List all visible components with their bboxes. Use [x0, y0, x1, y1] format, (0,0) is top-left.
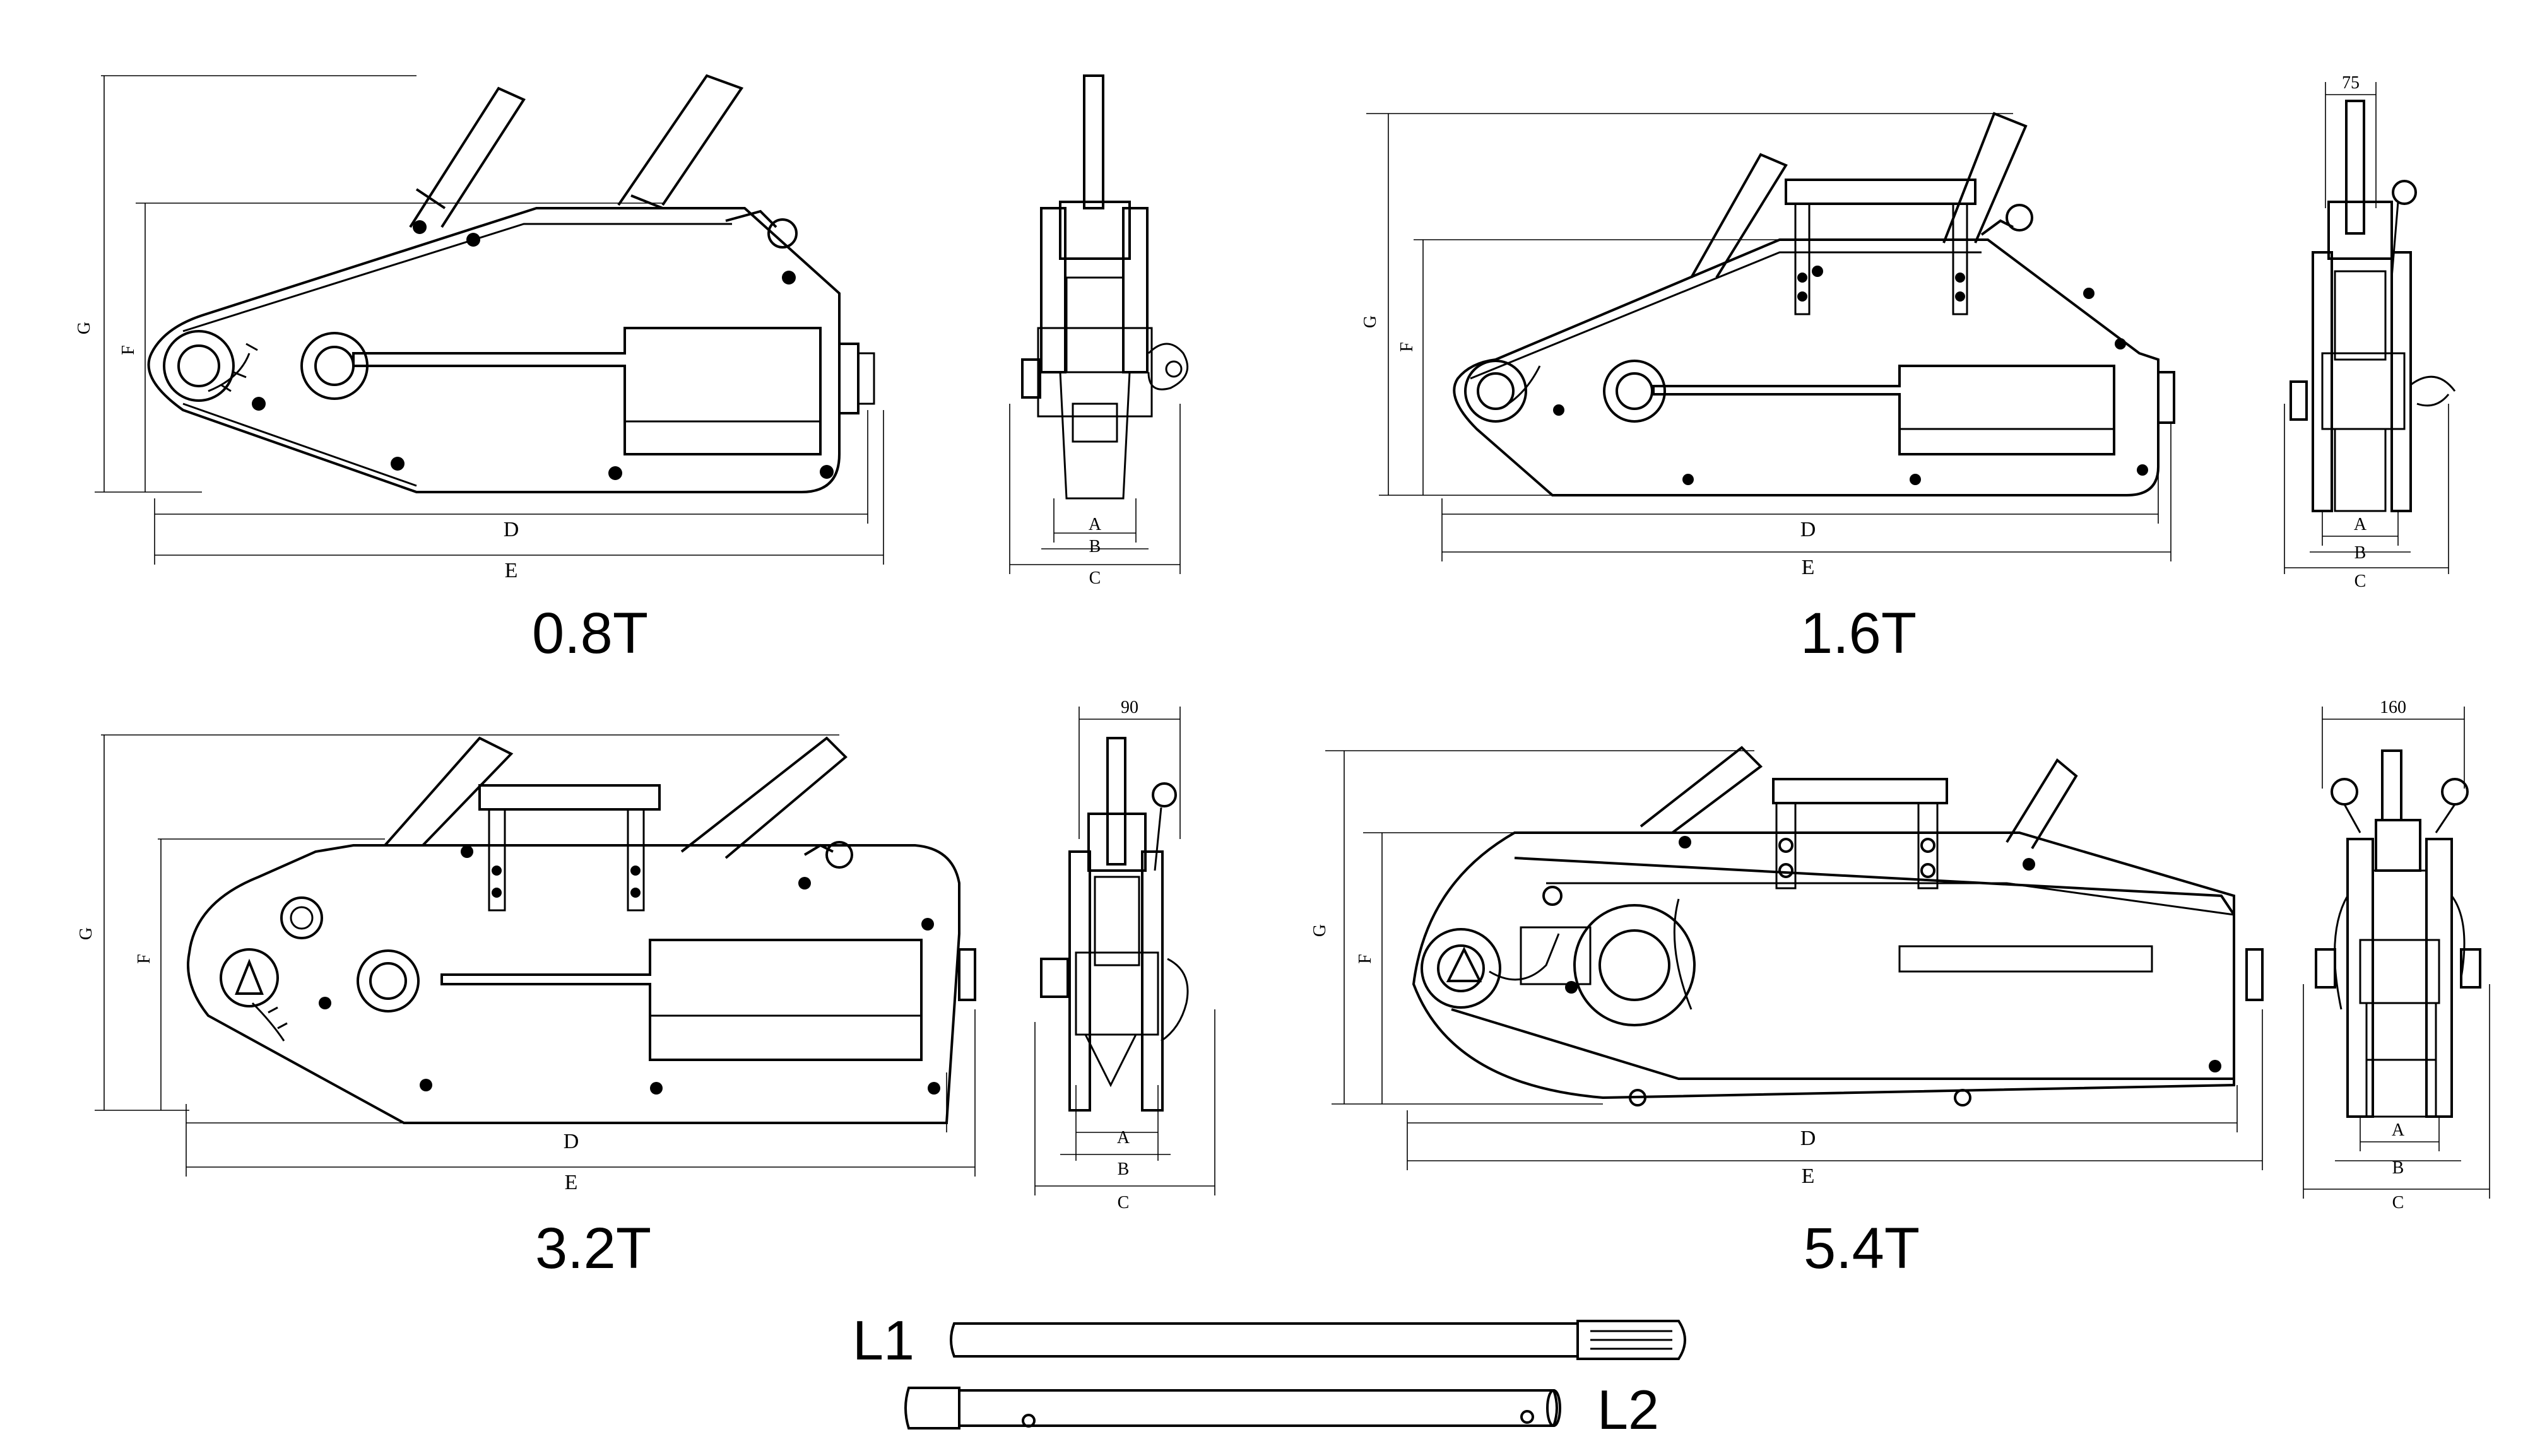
winch-0.8t-end-view: A B C	[1009, 74, 1189, 588]
handle-l1-label: L1	[853, 1309, 914, 1371]
caption-0.8t: 0.8T	[532, 601, 648, 666]
dim-a-label: A	[1117, 1128, 1130, 1148]
dim-a-label: A	[2392, 1120, 2405, 1140]
winch-0.8t-side-view: G F D E	[74, 74, 884, 582]
handle-l2: L2	[904, 1378, 1659, 1441]
dim-g-label: G	[1361, 315, 1380, 328]
dim-b-label: B	[1118, 1160, 1130, 1179]
dim-c-label: C	[1089, 568, 1101, 588]
dim-g-label: G	[76, 927, 96, 940]
winch-1.6t-end-view: 75 A B C	[2284, 73, 2456, 591]
dim-c-label: C	[1118, 1193, 1130, 1212]
dim-e-label: E	[565, 1171, 578, 1194]
dim-b-label: B	[2355, 543, 2366, 563]
dim-e-label: E	[505, 559, 518, 582]
dim-d-label: D	[504, 518, 519, 541]
handle-l2-label: L2	[1597, 1378, 1659, 1441]
dim-g-label: G	[1310, 924, 1330, 937]
handle-l1: L1	[853, 1309, 1686, 1371]
winch-5.4t-side-view: G F D E	[1310, 746, 2264, 1188]
caption-5.4t: 5.4T	[1804, 1216, 1920, 1281]
dim-a-label: A	[1089, 515, 1102, 534]
dim-f-label: F	[1356, 954, 1375, 964]
dim-e-label: E	[1802, 556, 1815, 579]
dim-f-label: F	[119, 345, 138, 355]
dim-g-label: G	[74, 322, 94, 334]
dim-width-label: 75	[2342, 73, 2360, 93]
dim-d-label: D	[564, 1130, 579, 1153]
dim-a-label: A	[2354, 515, 2367, 534]
dim-width-label: 160	[2380, 698, 2406, 717]
dim-d-label: D	[1800, 1127, 1816, 1150]
caption-3.2t: 3.2T	[535, 1216, 651, 1281]
winch-5.4t-end-view: 160 A B C	[2303, 698, 2490, 1212]
dim-f-label: F	[1397, 342, 1417, 352]
winch-1.6t-side-view: G F D E	[1361, 112, 2175, 579]
dim-c-label: C	[2355, 572, 2366, 591]
dim-width-label: 90	[1121, 698, 1138, 717]
dim-e-label: E	[1802, 1165, 1815, 1188]
dim-f-label: F	[134, 954, 154, 964]
dim-b-label: B	[2392, 1158, 2404, 1178]
winch-3.2t-side-view: G F D E	[76, 734, 976, 1194]
caption-1.6t: 1.6T	[1800, 601, 1917, 666]
dim-b-label: B	[1089, 537, 1101, 556]
dim-d-label: D	[1800, 518, 1816, 541]
dim-c-label: C	[2392, 1193, 2404, 1212]
winch-3.2t-end-view: 90 A B C	[1034, 698, 1215, 1212]
